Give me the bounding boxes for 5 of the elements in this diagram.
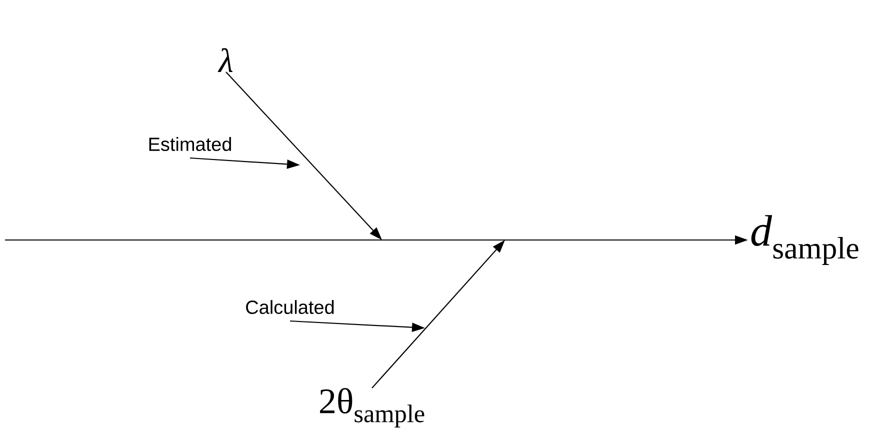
text-label: Estimated <box>149 137 231 151</box>
math-label: d$_{sample}$ <box>751 215 858 265</box>
math-label: λ <box>218 48 233 72</box>
math-label: 2θ$_{sample}$ <box>320 388 424 428</box>
text-label: Calculated <box>246 300 334 314</box>
